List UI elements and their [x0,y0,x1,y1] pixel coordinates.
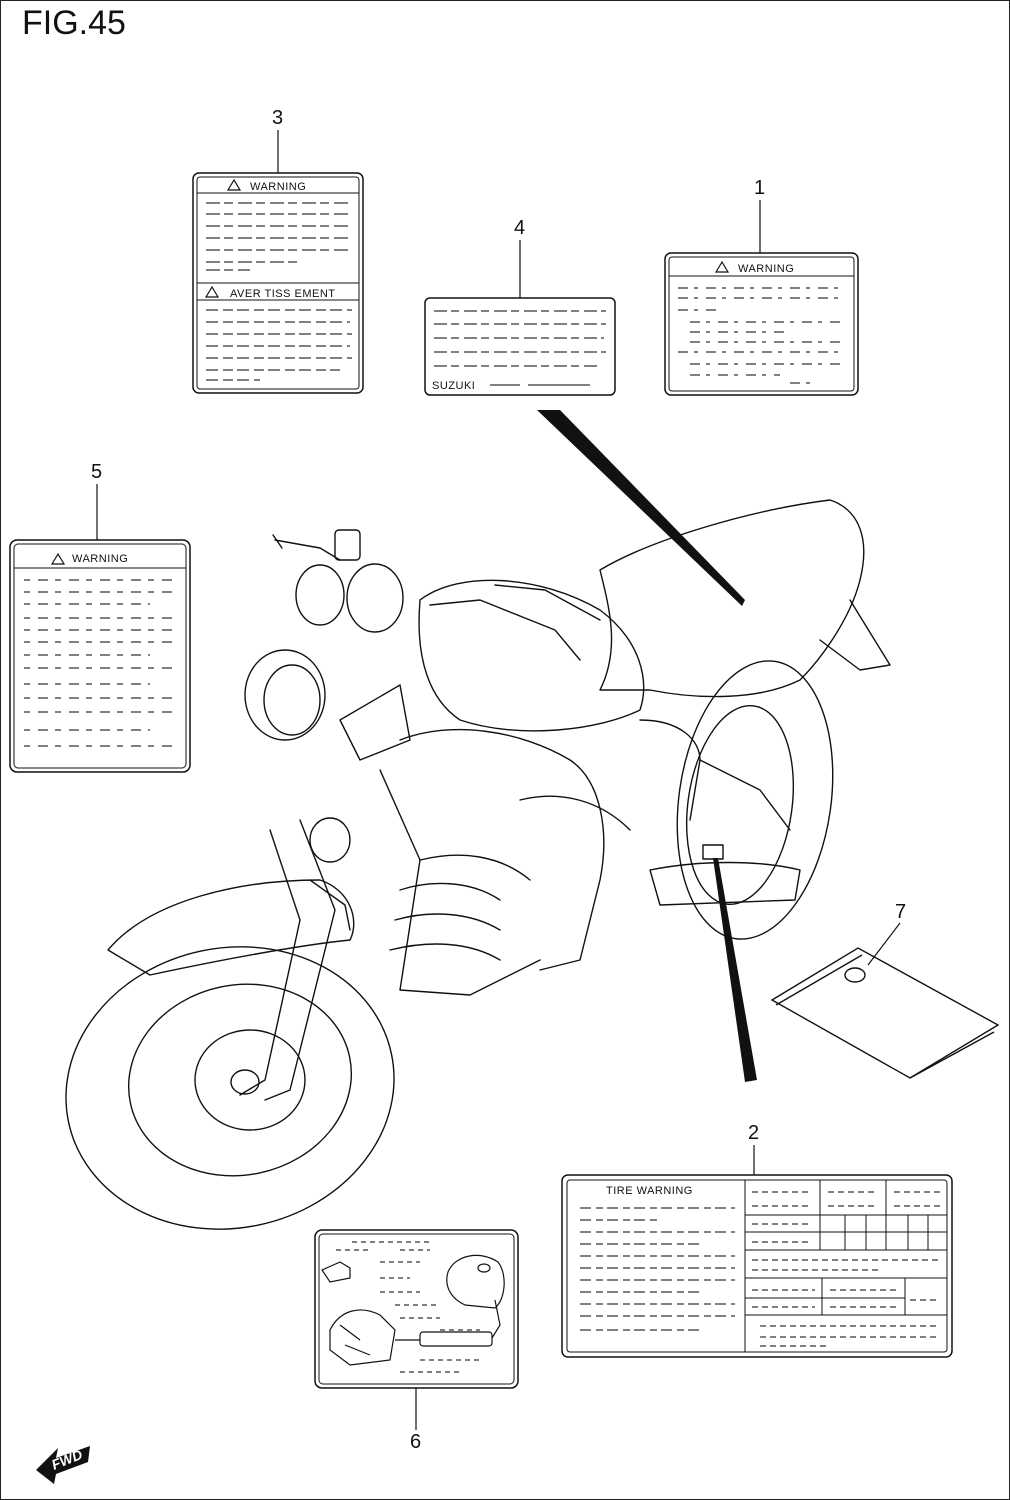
label-2-table-grid [745,1180,947,1316]
label-3-warning-avertissement[interactable]: WARNING AVER TISS EMENT [192,130,364,394]
label-4-suzuki-text: SUZUKI [432,380,475,392]
label-4-suzuki[interactable]: SUZUKI [424,240,616,396]
label-5-warning-text: WARNING [72,553,128,565]
label-2-tire-warning[interactable]: TIRE WARNING [561,1145,953,1358]
callout-1: 1 [754,177,765,199]
item-7-owner-manual-pouch[interactable] [770,922,1000,1079]
label-4-text-lines [434,310,606,367]
callout-7: 7 [895,901,906,923]
label-3-text-lines-top [206,202,352,271]
label-2-pointer [713,858,757,1082]
label-3-text-lines-bottom [206,309,352,381]
label-3-avertissement-text: AVER TISS EMENT [230,288,336,300]
label-2-table-text [752,1191,940,1347]
callout-5: 5 [91,461,102,483]
motorcycle-illustration [65,499,891,1230]
warning-triangle-icon [204,285,220,298]
label-4-pointer [537,410,745,606]
label-1-text-lines [678,287,846,384]
callout-4: 4 [514,217,525,239]
figure-title: FIG.45 [22,4,126,42]
label-5-warning[interactable]: WARNING [9,484,191,773]
label-6-system-diagram[interactable] [314,1229,519,1430]
label-2-tire-warning-text: TIRE WARNING [606,1185,693,1197]
fwd-arrow-icon: FWD [36,1446,90,1484]
warning-triangle-icon [226,178,242,191]
label-6-text-lines [336,1241,480,1373]
warning-triangle-icon [714,260,730,273]
callout-2: 2 [748,1122,759,1144]
label-6-components [321,1254,505,1366]
label-5-text-lines [24,579,176,747]
label-1-warning[interactable]: WARNING [664,200,859,396]
label-2-text-lines [580,1207,735,1331]
label-3-warning-text: WARNING [250,181,306,193]
callout-6: 6 [410,1431,421,1453]
label-1-warning-text: WARNING [738,263,794,275]
callout-3: 3 [272,107,283,129]
warning-triangle-icon [50,552,66,565]
